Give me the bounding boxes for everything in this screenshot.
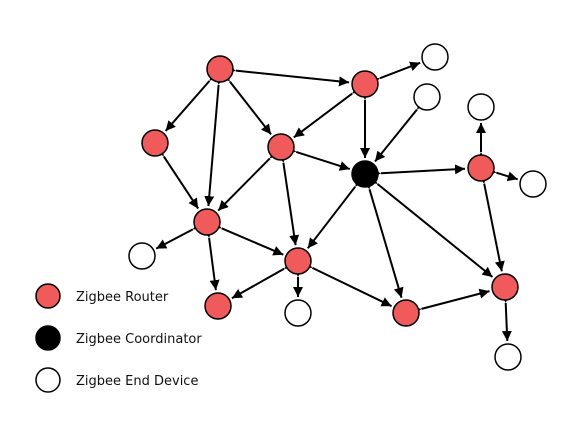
legend-router-label: Zigbee Router xyxy=(76,290,169,305)
coordinator-node-c xyxy=(351,160,379,188)
link-r6-r10 xyxy=(202,227,220,291)
link-c-r8 xyxy=(361,178,404,298)
end-device-node-e2 xyxy=(413,83,441,111)
link-r6-r7 xyxy=(210,219,284,256)
link-r4-r6 xyxy=(217,147,281,212)
router-node-r1 xyxy=(206,55,234,83)
router-node-r3 xyxy=(141,129,169,157)
end-device-node-e6 xyxy=(284,299,312,327)
link-c-r5 xyxy=(370,164,466,179)
end-device-node-e1 xyxy=(421,43,449,71)
legend-coordinator-label: Zigbee Coordinator xyxy=(76,332,202,347)
link-c-r9 xyxy=(366,173,494,278)
legend-router-swatch xyxy=(35,283,61,309)
link-r8-r9 xyxy=(410,288,490,317)
router-node-r2 xyxy=(351,70,379,98)
router-node-r9 xyxy=(491,273,519,301)
link-r1-r3 xyxy=(164,70,220,132)
link-r5-e4 xyxy=(485,164,518,182)
end-device-node-e4 xyxy=(519,170,547,198)
router-node-r10 xyxy=(204,292,232,320)
router-node-r5 xyxy=(467,154,495,182)
link-e2-c xyxy=(374,98,428,163)
link-r7-r10 xyxy=(231,259,296,300)
link-r1-r2 xyxy=(225,64,350,87)
link-r4-c xyxy=(285,144,351,171)
router-node-r4 xyxy=(267,133,295,161)
link-r1-r4 xyxy=(219,70,272,136)
link-r7-r8 xyxy=(301,259,393,308)
link-r2-e1 xyxy=(368,61,421,87)
legend-coordinator-swatch xyxy=(35,325,61,351)
nodes-layer xyxy=(128,43,547,371)
legend-end-device-swatch xyxy=(35,367,61,393)
router-node-r6 xyxy=(193,208,221,236)
router-node-r7 xyxy=(284,247,312,275)
end-device-node-e7 xyxy=(494,343,522,371)
legend-end-device-label: Zigbee End Device xyxy=(76,374,198,389)
link-r6-e5 xyxy=(155,220,204,250)
end-device-node-e3 xyxy=(467,93,495,121)
link-r4-r7 xyxy=(276,152,300,246)
link-r3-r6 xyxy=(154,145,200,210)
end-device-node-e5 xyxy=(128,242,156,270)
router-node-r8 xyxy=(392,299,420,327)
link-r9-e7 xyxy=(500,292,512,342)
link-c-r7 xyxy=(307,175,366,249)
link-r2-r4 xyxy=(293,83,364,139)
link-r1-r6 xyxy=(204,74,225,207)
links-layer xyxy=(154,61,518,342)
link-r5-r9 xyxy=(477,172,505,272)
legend: Zigbee Router Zigbee Coordinator Zigbee … xyxy=(35,283,202,393)
